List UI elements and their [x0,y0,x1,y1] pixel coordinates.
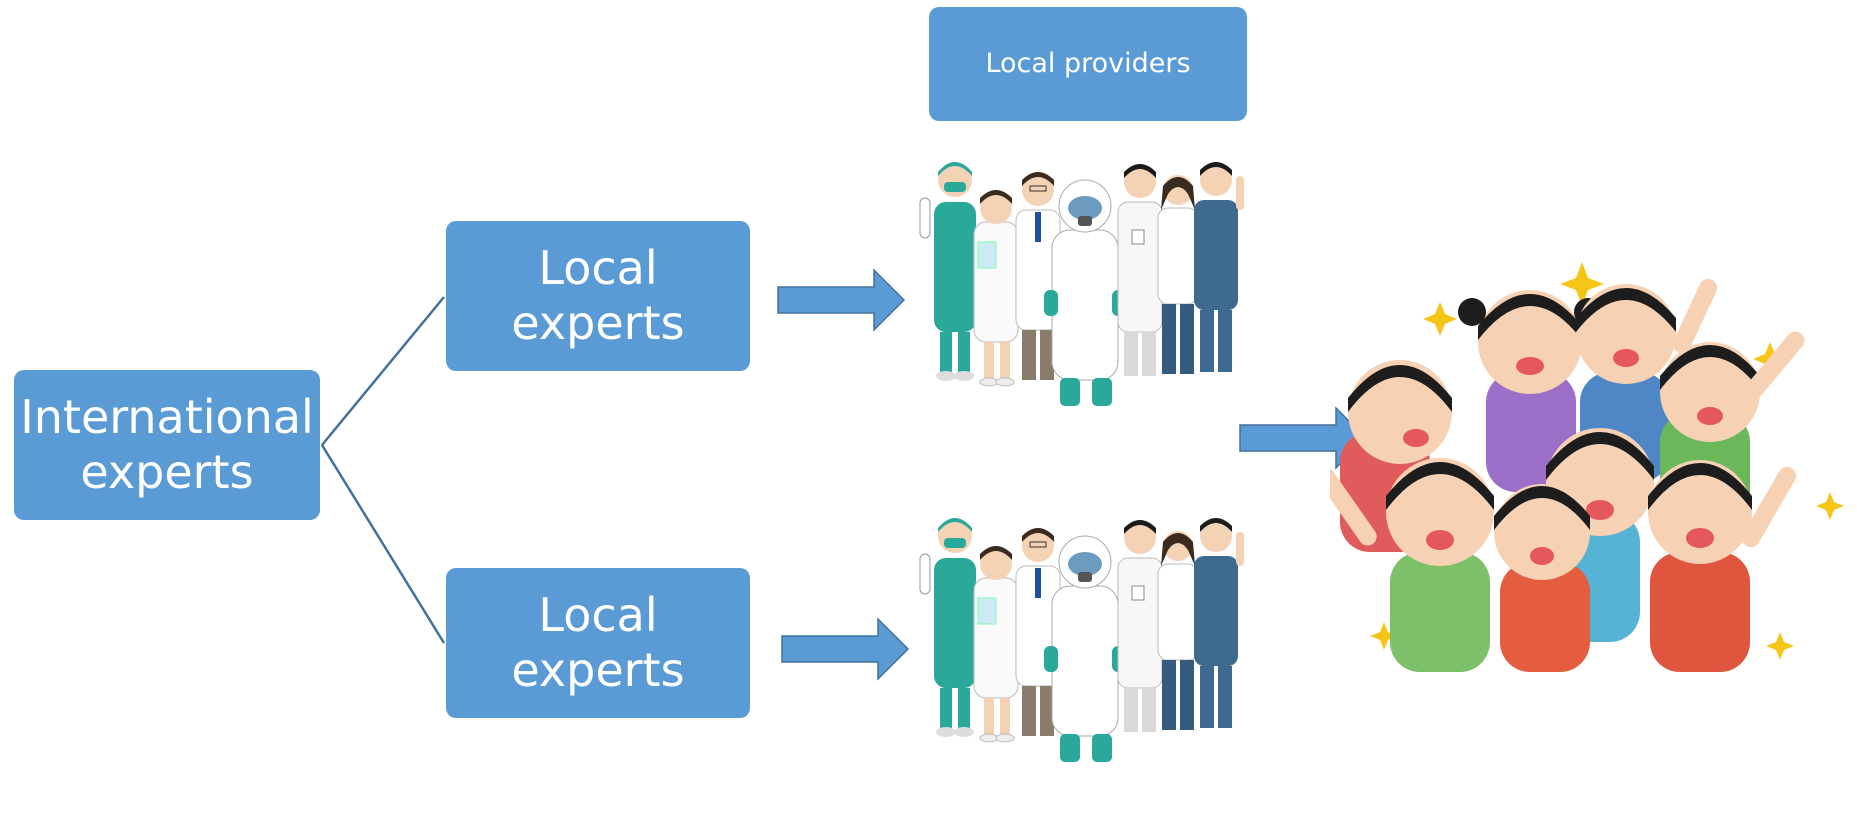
health-worker-nurse [973,190,1019,387]
health-workers-illustration [919,162,1244,406]
health-worker-surgeon [919,518,976,737]
health-worker-protective-suit [1044,535,1126,762]
connector-to-local-experts-top [321,296,445,446]
arrow-local-experts-bottom-to-providers [781,617,910,681]
local-experts-bottom-label: Local experts [511,587,685,697]
local-experts-top-label: Local experts [511,240,685,350]
child-figure [1576,278,1718,482]
arrow-local-experts-top-to-providers [777,268,906,332]
child-figure [1648,460,1796,672]
health-worker-surgeon [919,162,976,381]
child-figure [1330,458,1494,672]
local-providers-box: Local providers [929,7,1247,121]
health-worker-protective-suit [1044,179,1126,406]
international-experts-line2: experts [80,445,254,499]
connector-to-local-experts-bottom [320,444,446,644]
local-experts-box-bottom: Local experts [446,568,750,718]
health-worker-scrubs [1194,162,1244,372]
health-worker-nurse [973,546,1019,743]
local-experts-box-top: Local experts [446,221,750,371]
cheering-children-illustration [1330,262,1844,672]
child-figure [1494,484,1590,672]
international-experts-line1: International [20,389,314,444]
health-workers-illustration [919,518,1244,762]
international-experts-box: International experts [14,370,320,520]
health-worker-technician [1117,520,1163,732]
health-worker-scrubs [1194,518,1244,728]
health-worker-nurse-2 [1157,175,1199,374]
health-worker-technician [1117,164,1163,376]
local-providers-label: Local providers [985,47,1191,79]
health-worker-nurse-2 [1157,531,1199,730]
health-worker-doctor [1015,172,1061,380]
